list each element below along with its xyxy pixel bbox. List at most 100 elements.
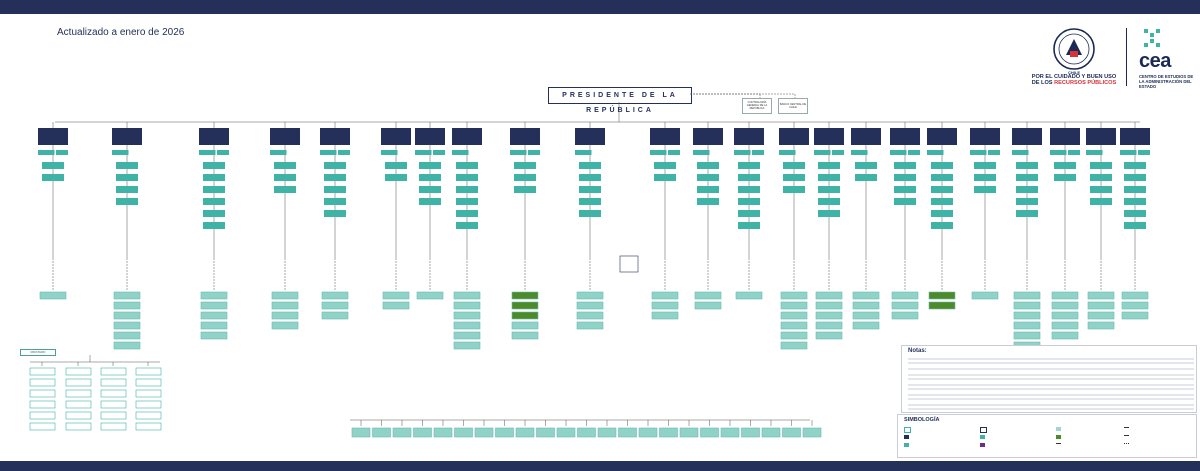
service-box xyxy=(203,174,225,181)
regional-box xyxy=(135,411,162,420)
subsecretaria-box xyxy=(320,150,337,155)
regional-ministry-box xyxy=(720,427,740,438)
service-box xyxy=(116,186,138,193)
service-box xyxy=(274,162,296,169)
regional-ministry-box xyxy=(618,427,637,438)
service-box xyxy=(818,198,840,205)
service-box xyxy=(974,186,996,193)
service-box xyxy=(579,186,601,193)
service-box xyxy=(738,174,760,181)
service-box xyxy=(1124,186,1146,193)
subsecretaria-box xyxy=(908,150,920,155)
ministry-box xyxy=(779,128,809,145)
decentralized-box xyxy=(113,331,141,340)
decentralized-box xyxy=(928,301,956,310)
legend-panel: SIMBOLOGÍA xyxy=(897,414,1197,458)
service-box xyxy=(579,162,601,169)
ministry-box xyxy=(452,128,482,145)
regional-box xyxy=(135,422,162,431)
subsecretaria-box xyxy=(1120,150,1137,155)
regional-box xyxy=(100,389,127,398)
regional-ministry-box xyxy=(597,427,617,438)
decentralized-box xyxy=(651,291,679,300)
regional-ministry-box xyxy=(638,427,658,438)
regional-ministry-box xyxy=(741,427,760,438)
decentralized-box xyxy=(815,291,843,300)
service-box xyxy=(1016,174,1038,181)
service-box xyxy=(324,186,346,193)
subsecretaria-box xyxy=(970,150,987,155)
service-box xyxy=(42,174,64,181)
regional-box xyxy=(100,367,127,376)
regional-box xyxy=(65,411,92,420)
decentralized-box xyxy=(511,311,539,320)
ministry-box xyxy=(734,128,764,145)
subsecretaria-box xyxy=(452,150,469,155)
regional-box xyxy=(100,422,127,431)
service-box xyxy=(42,162,64,169)
subsecretaria-box xyxy=(1012,150,1029,155)
service-box xyxy=(818,162,840,169)
ministry-box xyxy=(814,128,844,145)
service-box xyxy=(974,174,996,181)
service-box xyxy=(1054,162,1076,169)
subsecretaria-box xyxy=(734,150,751,155)
regional-ministry-box xyxy=(577,427,596,438)
service-box xyxy=(579,198,601,205)
subsecretaria-box xyxy=(38,150,55,155)
subsecretaria-box xyxy=(1086,150,1103,155)
decentralized-box xyxy=(271,291,299,300)
subsecretaria-box xyxy=(890,150,907,155)
service-box xyxy=(738,210,760,217)
ministry-box xyxy=(970,128,1000,145)
regional-box xyxy=(29,400,56,409)
decentralized-box xyxy=(113,321,141,330)
ministry-box xyxy=(320,128,350,145)
decentralized-box xyxy=(113,301,141,310)
decentralized-box xyxy=(113,291,141,300)
regional-box xyxy=(100,411,127,420)
service-box xyxy=(514,162,536,169)
service-box xyxy=(1016,162,1038,169)
subsecretaria-box xyxy=(668,150,680,155)
decentralized-box xyxy=(1051,311,1079,320)
subsecretaria-box xyxy=(1138,150,1150,155)
service-box xyxy=(974,162,996,169)
service-box xyxy=(324,174,346,181)
ministry-box xyxy=(1120,128,1150,145)
service-box xyxy=(697,174,719,181)
decentralized-box xyxy=(651,301,679,310)
decentralized-box xyxy=(576,321,604,330)
service-box xyxy=(419,162,441,169)
service-box xyxy=(1016,210,1038,217)
regional-ministry-box xyxy=(474,427,494,438)
subsecretaria-box xyxy=(433,150,445,155)
ministry-box xyxy=(851,128,881,145)
decentralized-box xyxy=(453,311,481,320)
decentralized-box xyxy=(852,291,880,300)
service-box xyxy=(1016,186,1038,193)
decentralized-box xyxy=(891,301,919,310)
notes-title: Notas: xyxy=(908,348,927,354)
subsecretaria-box xyxy=(832,150,844,155)
service-box xyxy=(203,198,225,205)
subsecretaria-box xyxy=(338,150,350,155)
service-box xyxy=(1124,174,1146,181)
decentralized-box xyxy=(453,341,481,350)
president-box: PRESIDENTE DE LA REPÚBLICA xyxy=(548,87,692,114)
subsecretaria-box xyxy=(217,150,229,155)
decentralized-box xyxy=(321,311,349,320)
ministry-box xyxy=(575,128,605,145)
service-box xyxy=(456,174,478,181)
regional-ministry-box xyxy=(495,427,514,438)
service-box xyxy=(116,198,138,205)
regional-box xyxy=(100,378,127,387)
regional-box xyxy=(135,378,162,387)
cgr-seal-logo: CHILE xyxy=(1053,28,1095,75)
service-box xyxy=(894,186,916,193)
service-box xyxy=(274,174,296,181)
subsecretaria-box xyxy=(199,150,216,155)
service-box xyxy=(324,162,346,169)
service-box xyxy=(116,162,138,169)
service-box xyxy=(738,186,760,193)
